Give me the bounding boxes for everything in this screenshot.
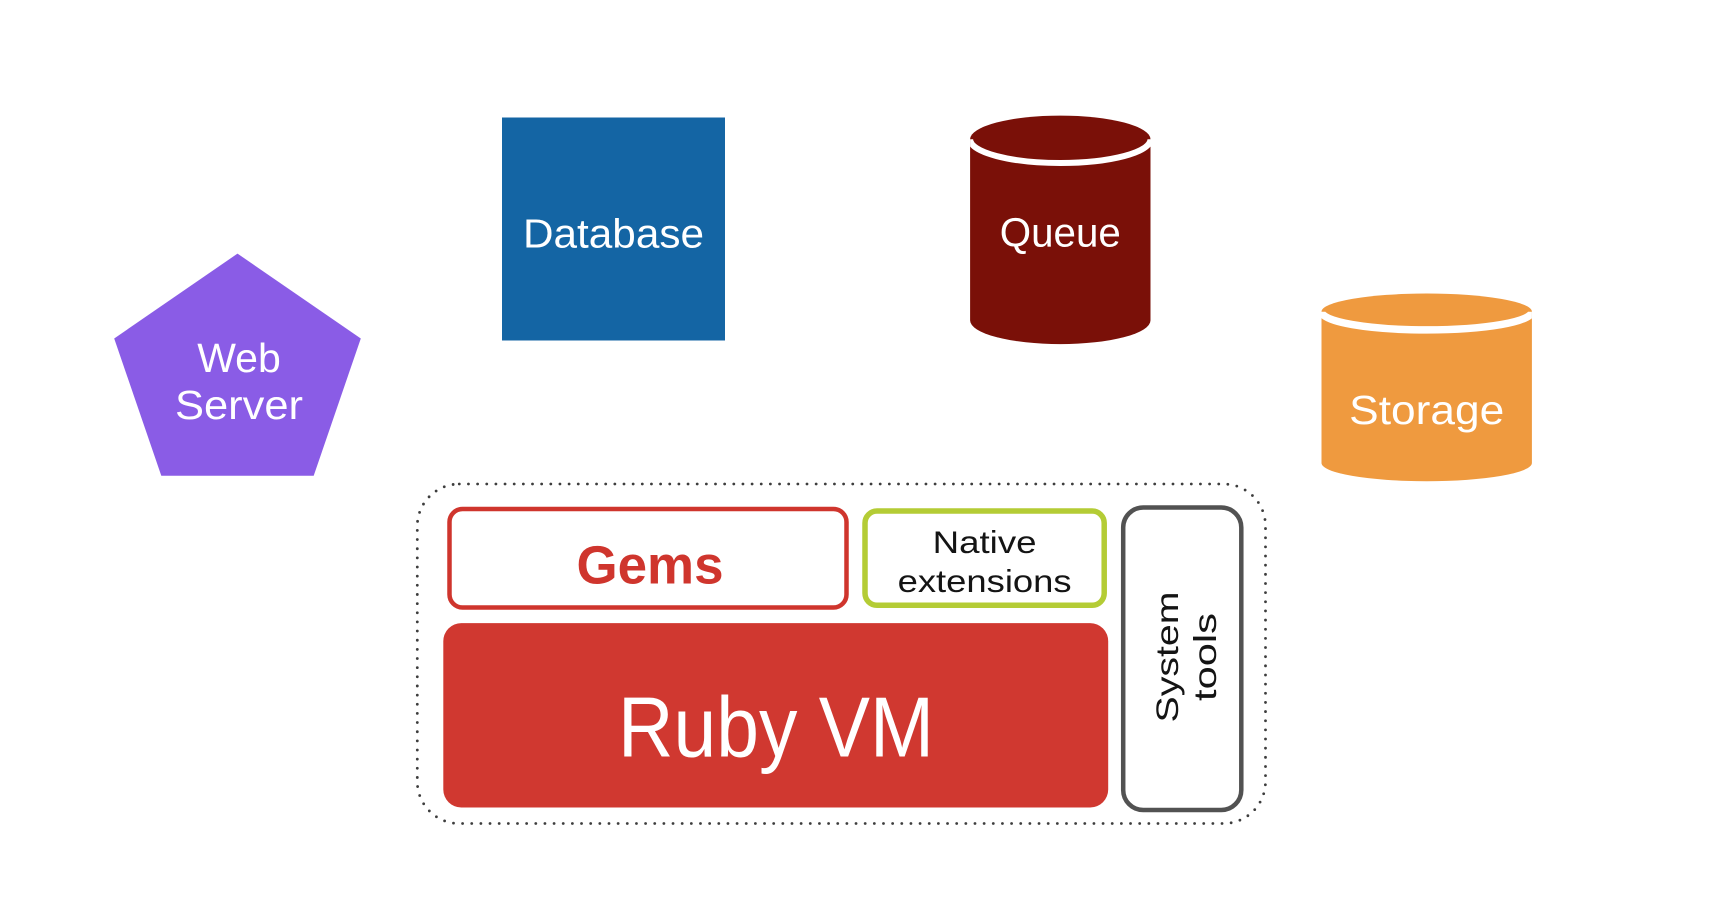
svg-text:Queue: Queue <box>1000 209 1121 255</box>
svg-text:Server: Server <box>175 382 303 428</box>
svg-text:Ruby VM: Ruby VM <box>618 681 934 776</box>
svg-text:System: System <box>1149 592 1185 723</box>
svg-text:Native: Native <box>933 524 1037 560</box>
svg-text:tools: tools <box>1187 613 1223 701</box>
svg-text:Gems: Gems <box>577 535 724 595</box>
svg-text:Database: Database <box>523 211 704 257</box>
svg-text:extensions: extensions <box>898 563 1072 599</box>
svg-text:Storage: Storage <box>1349 387 1504 433</box>
svg-text:Web: Web <box>197 335 281 381</box>
